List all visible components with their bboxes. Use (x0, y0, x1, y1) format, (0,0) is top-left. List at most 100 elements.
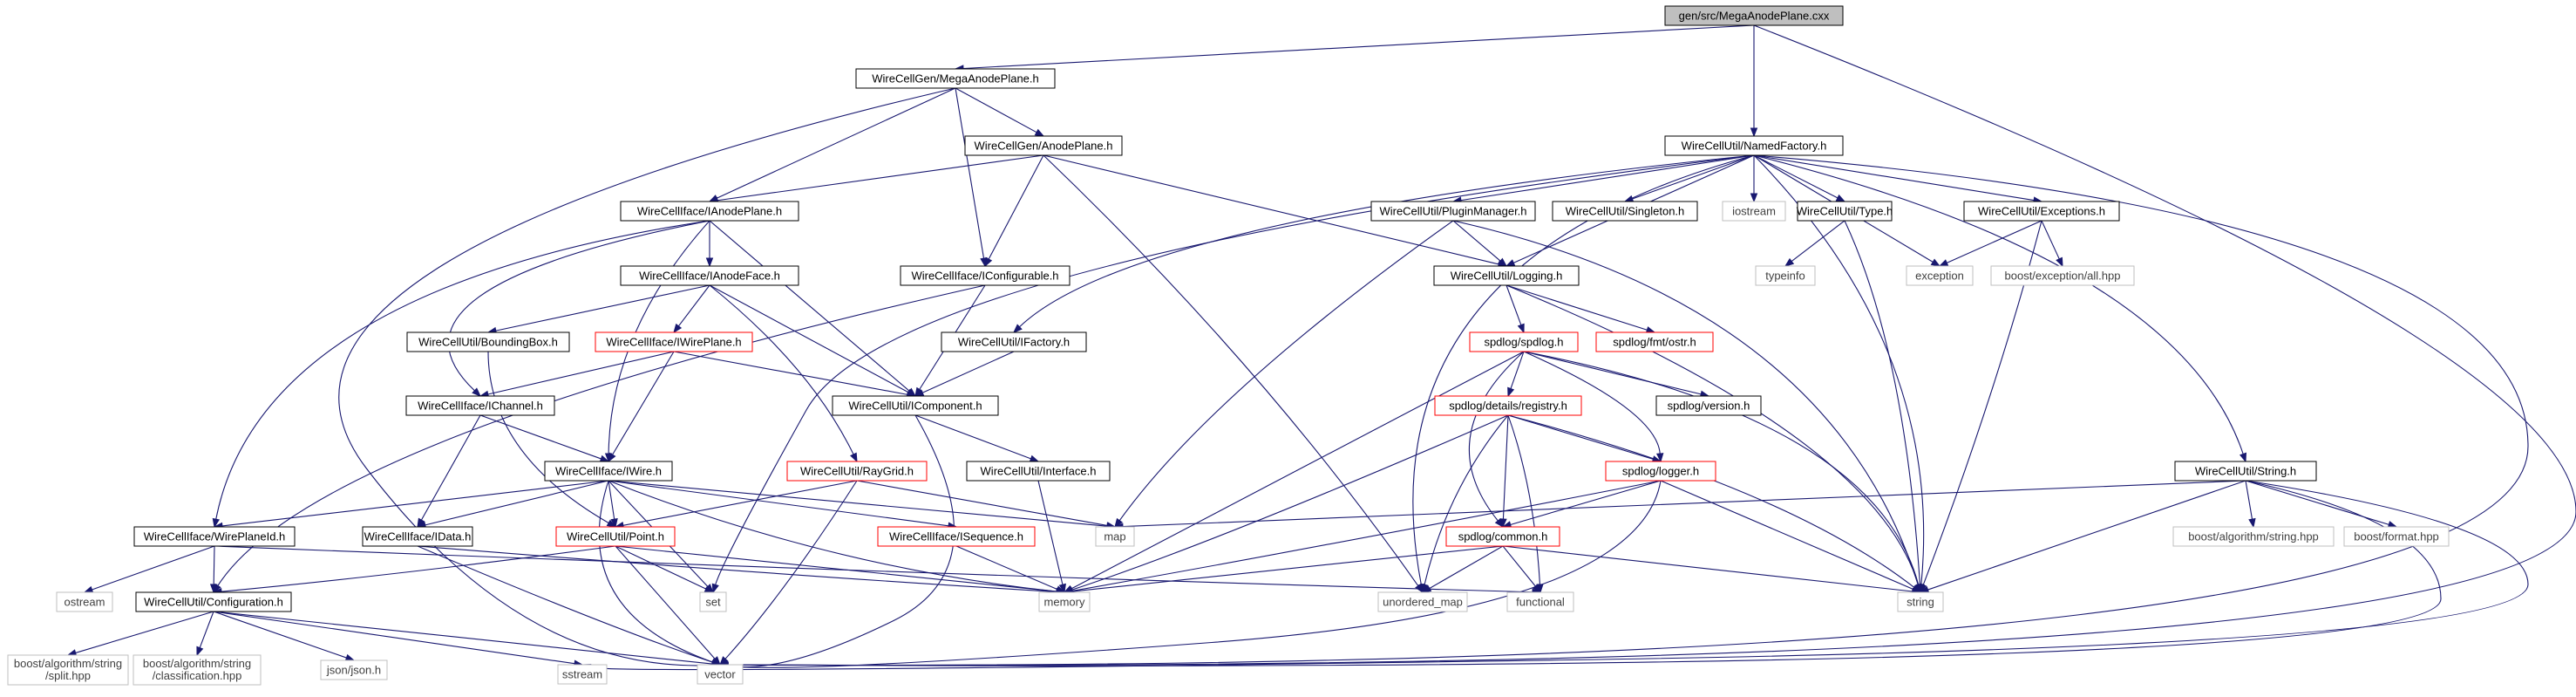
edge-configuration-to-sstream (213, 611, 575, 665)
node-label-configuration: WireCellUtil/Configuration.h (144, 596, 283, 609)
edge-arrowhead-root-to-nf (1750, 127, 1758, 138)
node-logging[interactable]: WireCellUtil/Logging.h (1433, 265, 1580, 286)
edge-point-to-vector (615, 545, 716, 659)
node-point[interactable]: WireCellUtil/Point.h (555, 526, 676, 547)
edge-wireplaneid-to-ostream (92, 545, 215, 591)
edge-arrowhead-type-to-typeinfo (1784, 257, 1795, 267)
node-box-ichannel (405, 395, 555, 416)
node-icomponent[interactable]: WireCellUtil/IComponent.h (832, 395, 999, 416)
node-json: json/json.h (320, 659, 388, 680)
node-label-pluginmgr: WireCellUtil/PluginManager.h (1379, 205, 1526, 218)
node-string_h[interactable]: WireCellUtil/String.h (2174, 461, 2317, 482)
node-box-unordered_map (1377, 591, 1468, 612)
node-vector: vector (697, 664, 744, 685)
edge-iwire-to-wireplaneid (221, 480, 609, 527)
node-iwireplane[interactable]: WireCellIface/IWirePlane.h (595, 331, 753, 352)
node-label-boostexc: boost/exception/all.hpp (2005, 270, 2121, 283)
edge-isequence-to-memory (955, 545, 1057, 590)
node-version[interactable]: spdlog/version.h (1655, 395, 1762, 416)
node-label-idata: WireCellIface/IData.h (364, 530, 472, 543)
node-label-singleton: WireCellUtil/Singleton.h (1566, 205, 1685, 218)
edge-arrowhead-nf-to-logging (1505, 259, 1516, 267)
edge-ianodeplane-to-ichannel (448, 220, 710, 392)
node-box-memory (1038, 591, 1091, 612)
edge-arrowhead-exceptions-to-exception (1938, 259, 1949, 267)
node-box-iwire (544, 461, 673, 482)
node-ianodeface[interactable]: WireCellIface/IAnodeFace.h (620, 265, 799, 286)
edge-mega-to-ianodeplane (716, 87, 956, 199)
node-ianodeplane[interactable]: WireCellIface/IAnodePlane.h (620, 201, 799, 222)
node-isequence[interactable]: WireCellIface/ISequence.h (877, 526, 1036, 547)
edge-icomponent-to-vector (727, 414, 955, 668)
node-ifactory[interactable]: WireCellUtil/IFactory.h (941, 331, 1087, 352)
node-boostalgstr: boost/algorithm/string.hpp (2172, 526, 2335, 547)
node-box-wireplaneid (133, 526, 296, 547)
node-raygrid[interactable]: WireCellUtil/RayGrid.h (786, 461, 928, 482)
edge-ianodeplane-to-wireplaneid (215, 220, 710, 520)
node-ichannel[interactable]: WireCellIface/IChannel.h (405, 395, 555, 416)
node-root[interactable]: gen/src/MegaAnodePlane.cxx (1664, 5, 1844, 26)
edge-common-to-memory (1071, 545, 1504, 592)
node-logger[interactable]: spdlog/logger.h (1605, 461, 1716, 482)
edge-iwire-to-map (608, 480, 1108, 527)
node-label-ostream: ostream (65, 596, 105, 609)
edge-type-to-string (1844, 220, 1920, 585)
edge-arrowhead-ianodeface-to-raygrid (850, 452, 858, 463)
node-singleton[interactable]: WireCellUtil/Singleton.h (1552, 201, 1698, 222)
edge-spdlog-to-version (1523, 351, 1702, 395)
node-bbox[interactable]: WireCellUtil/BoundingBox.h (406, 331, 570, 352)
node-label-ifactory: WireCellUtil/IFactory.h (958, 336, 1070, 349)
edge-exceptions-to-boostexc (2041, 220, 2060, 260)
node-interface[interactable]: WireCellUtil/Interface.h (966, 461, 1111, 482)
node-type[interactable]: WireCellUtil/Type.h (1797, 201, 1893, 222)
edge-logger-to-string (1660, 480, 1913, 590)
node-unordered_map: unordered_map (1377, 591, 1468, 612)
edge-arrowhead-string_h-to-boostalgstr (2248, 517, 2256, 529)
node-label-mega: WireCellGen/MegaAnodePlane.h (872, 72, 1039, 85)
edge-nf-to-pluginmgr (1460, 154, 1755, 202)
node-sstream: sstream (557, 664, 608, 685)
node-label-memory: memory (1044, 596, 1085, 609)
node-box-functional (1506, 591, 1574, 612)
edge-ianodeface-to-icomponent (709, 284, 909, 393)
edge-arrowhead-nf-to-ifactory (1013, 324, 1023, 333)
node-spdlog[interactable]: spdlog/spdlog.h (1469, 331, 1579, 352)
node-iconfigurable[interactable]: WireCellIface/IConfigurable.h (900, 265, 1071, 286)
node-configuration[interactable]: WireCellUtil/Configuration.h (135, 591, 292, 612)
node-common[interactable]: spdlog/common.h (1445, 526, 1560, 547)
edge-root-to-mega (962, 24, 1755, 70)
edge-common-to-unordered_map (1429, 545, 1504, 589)
node-box-vector (697, 664, 744, 685)
node-registry[interactable]: spdlog/details/registry.h (1434, 395, 1582, 416)
edge-bbox-to-point (487, 351, 609, 523)
node-label-anodeplane: WireCellGen/AnodePlane.h (975, 140, 1113, 153)
edge-exceptions-to-exception (1946, 220, 2042, 263)
node-box-version (1655, 395, 1762, 416)
edge-nf-to-string_h (1753, 154, 2244, 454)
edge-registry-to-string (1507, 414, 1915, 588)
node-iwire[interactable]: WireCellIface/IWire.h (544, 461, 673, 482)
node-label-typeinfo: typeinfo (1765, 270, 1805, 283)
edge-arrowhead-configuration-to-json (344, 653, 356, 661)
edge-mega-to-anodeplane (955, 87, 1037, 133)
edge-string_h-to-vector (727, 480, 2442, 666)
edge-string_h-to-string (1927, 480, 2246, 591)
node-exceptions[interactable]: WireCellUtil/Exceptions.h (1963, 201, 2120, 222)
edge-raygrid-to-vector (724, 480, 858, 659)
node-wireplaneid[interactable]: WireCellIface/WirePlaneId.h (133, 526, 296, 547)
node-idata[interactable]: WireCellIface/IData.h (362, 526, 473, 547)
node-anodeplane[interactable]: WireCellGen/AnodePlane.h (964, 135, 1123, 156)
node-nf[interactable]: WireCellUtil/NamedFactory.h (1664, 135, 1844, 156)
edge-nf-to-singleton (1632, 154, 1755, 200)
node-pluginmgr[interactable]: WireCellUtil/PluginManager.h (1370, 201, 1536, 222)
node-mega[interactable]: WireCellGen/MegaAnodePlane.h (855, 68, 1056, 89)
edge-registry-to-logger (1507, 414, 1654, 460)
node-map: map (1095, 526, 1135, 547)
node-fmtostr[interactable]: spdlog/fmt/ostr.h (1595, 331, 1714, 352)
edge-arrowhead-ianodeface-to-iwireplane (673, 323, 683, 334)
edge-arrowhead-configuration-to-classification (196, 646, 204, 657)
node-box-set (699, 591, 727, 612)
node-classification: boost/algorithm/string/classification.hp… (133, 654, 262, 686)
edge-iwire-to-idata (425, 480, 609, 526)
